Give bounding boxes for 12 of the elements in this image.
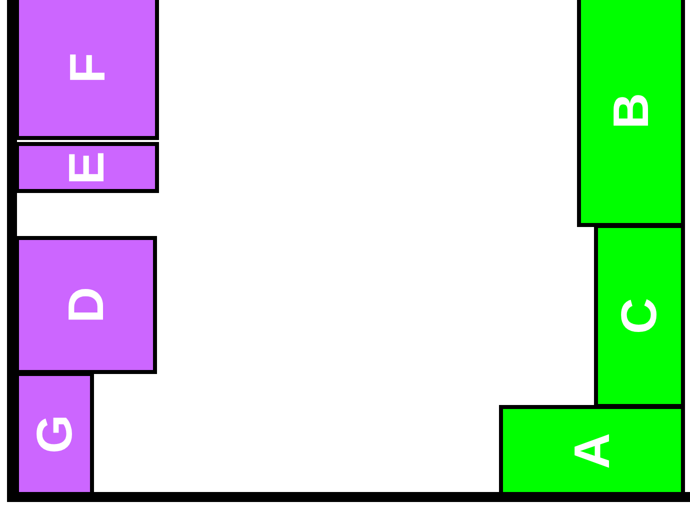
block (594, 224, 685, 408)
block-label: G (30, 414, 80, 454)
block-label: E (62, 150, 112, 184)
block-label: D (61, 286, 111, 324)
block (15, 236, 157, 374)
block-label: B (606, 92, 656, 130)
block-label: F (62, 52, 112, 83)
block (15, 142, 159, 193)
block-label: C (614, 298, 664, 334)
block-label: A (567, 432, 617, 469)
block (577, 0, 685, 227)
block (15, 0, 159, 140)
